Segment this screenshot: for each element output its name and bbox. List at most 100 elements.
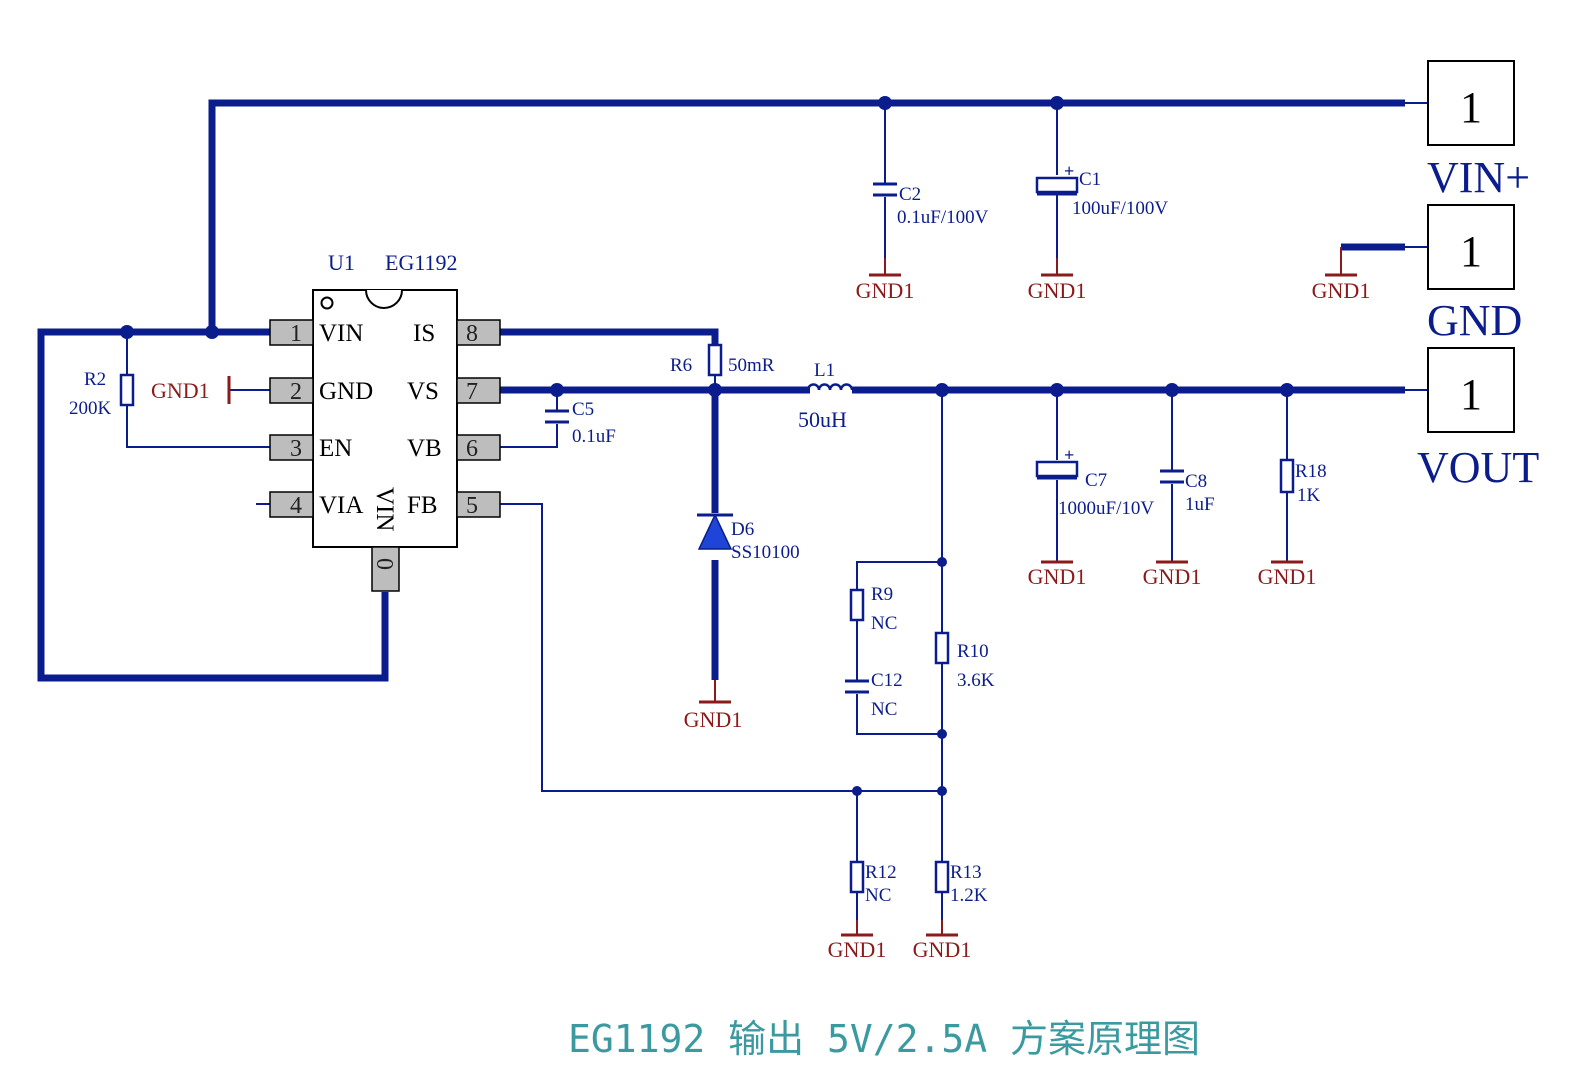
r13-value: 1.2K (950, 885, 988, 906)
connector-vout: 1 VOUT (1417, 347, 1539, 492)
junctions (120, 96, 1294, 796)
c2-value: 0.1uF/100V (897, 207, 989, 228)
pin-5-name: FB (407, 492, 438, 519)
d6-ref: D6 (731, 519, 754, 540)
resistor-r18: R18 1K (1279, 458, 1327, 506)
pin-3-number: 3 (290, 436, 302, 462)
ic-ref: U1 (328, 250, 355, 275)
connector-vin-number: 1 (1460, 83, 1482, 132)
c1-value: 100uF/100V (1072, 198, 1168, 219)
ground-connector: GND1 (1312, 247, 1371, 303)
c1-ref: C1 (1079, 169, 1101, 190)
pin-2-number: 2 (290, 379, 302, 405)
c1-polarity-mark: + (1064, 161, 1074, 181)
gnd-label: GND1 (1143, 564, 1202, 589)
capacitor-c2: C2 0.1uF/100V (873, 182, 989, 228)
c7-value: 1000uF/10V (1058, 498, 1154, 519)
ground-c8: GND1 (1143, 560, 1202, 589)
d6-value: SS10100 (731, 542, 800, 563)
ground-r12: GND1 (828, 920, 887, 962)
ic-part: EG1192 (385, 250, 458, 275)
r12-ref: R12 (865, 862, 897, 883)
gnd-label: GND1 (828, 937, 887, 962)
pin-6-number: 6 (466, 436, 478, 462)
resistor-r12: R12 NC (849, 860, 897, 906)
c7-ref: C7 (1085, 470, 1107, 491)
r9-value: NC (871, 613, 897, 634)
ground-diode: GND1 (684, 680, 743, 732)
gnd-label: GND1 (151, 378, 210, 403)
capacitor-c5: C5 0.1uF (545, 399, 616, 447)
resistor-r6: R6 50mR (670, 343, 775, 377)
l1-value: 50uH (798, 407, 847, 432)
gnd-label: GND1 (913, 937, 972, 962)
pin-5-number: 5 (466, 493, 478, 519)
l1-ref: L1 (814, 360, 835, 381)
c12-value: NC (871, 699, 897, 720)
connector-vin-label: VIN+ (1427, 153, 1530, 202)
connector-vout-number: 1 (1460, 370, 1482, 419)
pin-7-name: VS (407, 378, 439, 405)
ground-c1: GND1 (1028, 258, 1087, 303)
inductor-l1: L1 50uH (798, 360, 854, 432)
pin-1-name: VIN (319, 320, 363, 347)
c12-ref: C12 (871, 670, 903, 691)
c8-value: 1uF (1185, 494, 1215, 515)
connector-gnd-number: 1 (1460, 227, 1482, 276)
ground-pin2: GND1 (151, 376, 231, 404)
pin-6-name: VB (407, 435, 442, 462)
ground-c2: GND1 (856, 258, 915, 303)
gnd-label: GND1 (1028, 564, 1087, 589)
capacitor-c7: + C7 1000uF/10V (1035, 445, 1154, 519)
pin-1-number: 1 (290, 321, 302, 347)
pin-4-number: 4 (290, 493, 302, 519)
resistor-r13: R13 1.2K (934, 860, 988, 906)
ground-c7: GND1 (1028, 560, 1087, 589)
ic-u1: U1 EG1192 1 2 3 4 8 7 6 5 VIN GND EN VIA… (269, 250, 501, 592)
gnd-label: GND1 (684, 707, 743, 732)
pin-3-name: EN (319, 435, 352, 462)
bottom-pin-number: 0 (371, 558, 397, 570)
capacitor-c12: C12 NC (845, 670, 903, 720)
diagram-title: EG1192 输出 5V/2.5A 方案原理图 (568, 1017, 1200, 1061)
r12-value: NC (865, 885, 891, 906)
gnd-label: GND1 (1258, 564, 1317, 589)
c5-value: 0.1uF (572, 426, 616, 447)
c5-ref: C5 (572, 399, 594, 420)
r13-ref: R13 (950, 862, 982, 883)
resistor-r10: R10 3.6K (934, 631, 995, 691)
resistor-r9: R9 NC (849, 584, 897, 634)
r10-value: 3.6K (957, 670, 995, 691)
c2-ref: C2 (899, 184, 921, 205)
r6-value: 50mR (728, 355, 775, 376)
pin-7-number: 7 (466, 379, 478, 405)
connector-vout-label: VOUT (1417, 443, 1539, 492)
capacitor-c1: + C1 100uF/100V (1035, 161, 1168, 219)
diode-d6: D6 SS10100 (697, 513, 800, 563)
gnd-label: GND1 (1312, 278, 1371, 303)
r2-value: 200K (69, 398, 112, 419)
pin-4-name: VIA (319, 492, 363, 519)
pin-8-number: 8 (466, 321, 478, 347)
resistor-r2: R2 200K (69, 369, 135, 419)
r9-ref: R9 (871, 584, 893, 605)
r10-ref: R10 (957, 641, 989, 662)
gnd-label: GND1 (856, 278, 915, 303)
r18-value: 1K (1297, 485, 1321, 506)
gnd-label: GND1 (1028, 278, 1087, 303)
r2-ref: R2 (84, 369, 106, 390)
bottom-pin-name: VIN (371, 487, 398, 531)
c8-ref: C8 (1185, 471, 1207, 492)
power-wires (37, 99, 1405, 682)
c7-polarity-mark: + (1064, 445, 1074, 465)
r18-ref: R18 (1295, 461, 1327, 482)
capacitor-c8: C8 1uF (1160, 469, 1215, 515)
connector-gnd-label: GND (1427, 296, 1522, 345)
r6-ref: R6 (670, 355, 692, 376)
pin-2-name: GND (319, 378, 373, 405)
ground-r18: GND1 (1258, 560, 1317, 589)
ground-r13: GND1 (913, 920, 972, 962)
connector-gnd: 1 GND (1427, 204, 1522, 345)
signal-wires (126, 102, 1428, 935)
